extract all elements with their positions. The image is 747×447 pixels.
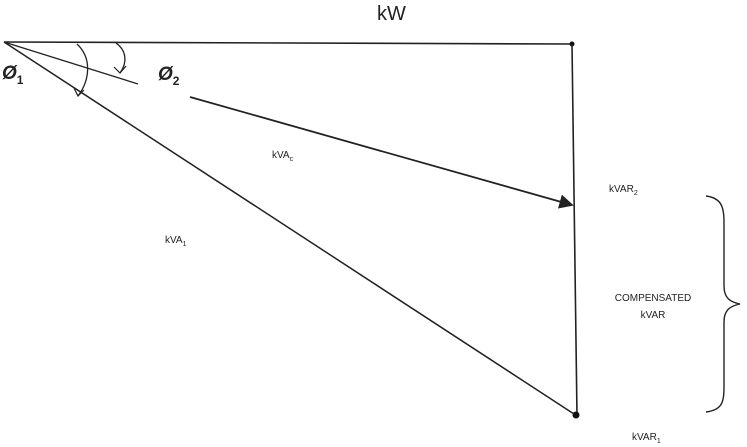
kw-label: kW xyxy=(377,3,406,25)
phi2-ref-line xyxy=(3,41,139,85)
compensated-label-line1: COMPENSATED xyxy=(614,293,692,304)
kva1-label: kVA1 xyxy=(165,235,187,248)
kvar1-label: kVAR1 xyxy=(632,432,661,445)
compensated-label-line2: kVAR xyxy=(640,310,666,321)
phi1-angle-arc xyxy=(76,43,89,97)
kw-line xyxy=(3,41,573,45)
compensated-kvar-label: COMPENSATED kVAR xyxy=(598,290,708,324)
kvac-label: kVAc xyxy=(272,150,294,163)
phi1-angle-arrowhead xyxy=(73,87,85,98)
phi2-label: Ø2 xyxy=(158,64,180,88)
kva1-line xyxy=(3,41,575,415)
kvac-arrow xyxy=(189,96,574,209)
kvar2-label: kVAR2 xyxy=(609,184,638,197)
phi2-angle-arrowhead xyxy=(113,65,127,74)
phi1-label: Ø1 xyxy=(2,63,24,87)
kvar-vertical-line xyxy=(571,43,578,417)
kvar1-end-dot xyxy=(572,411,580,419)
compensated-kvar-brace xyxy=(705,195,741,413)
